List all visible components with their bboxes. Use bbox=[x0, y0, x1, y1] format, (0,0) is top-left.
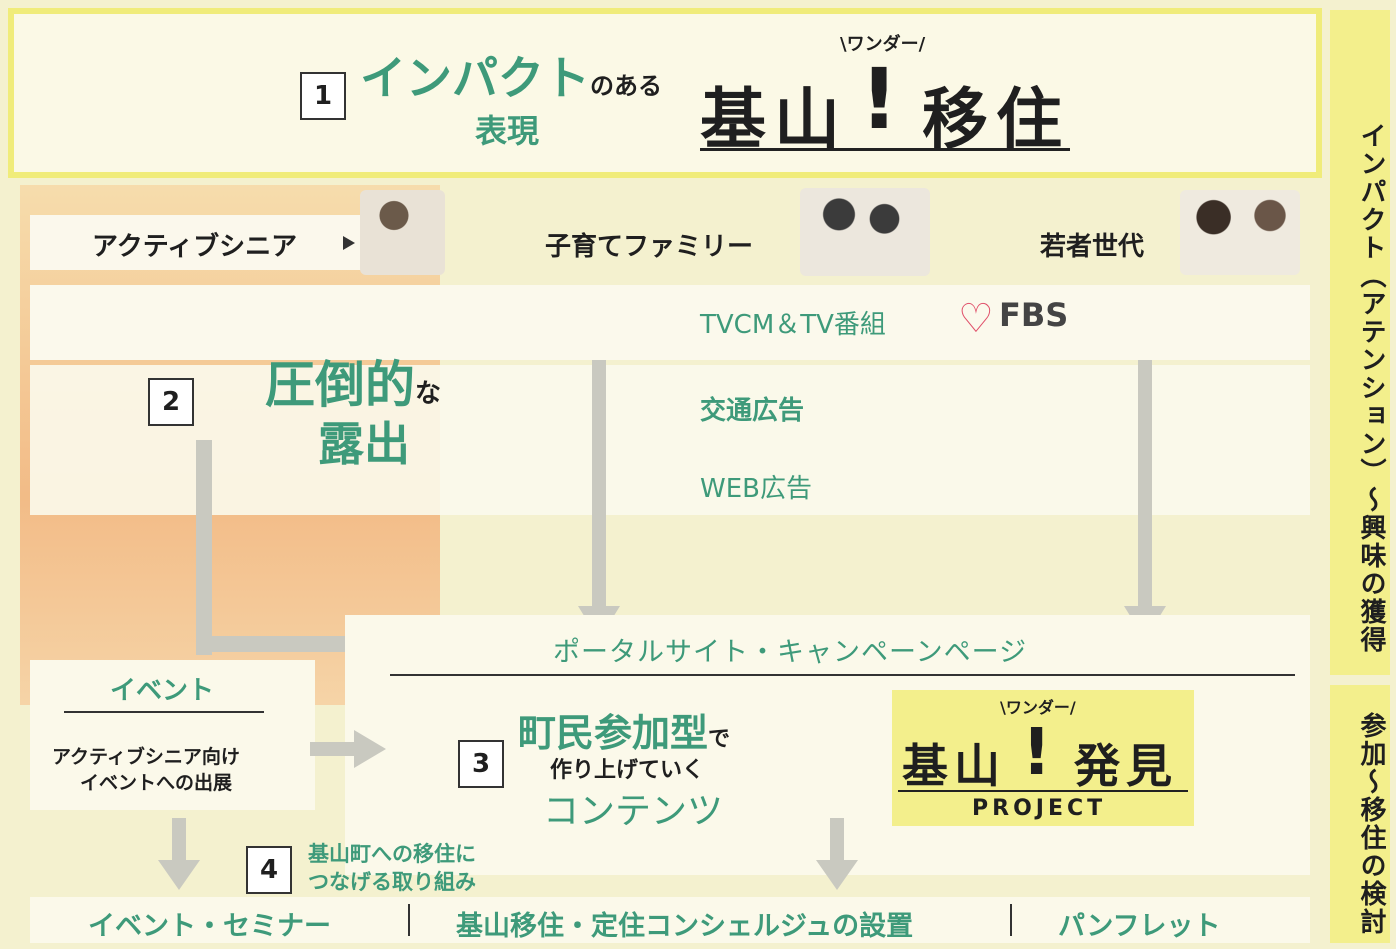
section4-line1: 基山町への移住に bbox=[308, 842, 476, 866]
arrow-bottom-left-shaft bbox=[172, 818, 186, 863]
logo2-sub: PROJECT bbox=[972, 796, 1107, 821]
fbs-logo: ♡ FBS bbox=[958, 296, 1068, 342]
portal-label: ポータルサイト・キャンペーンページ bbox=[553, 637, 1028, 668]
logo1-mark: ! bbox=[860, 50, 907, 148]
arrow-right-shaft bbox=[1138, 360, 1152, 610]
logo1-right: 移住 bbox=[922, 81, 1070, 158]
logo1-left: 基山 bbox=[700, 81, 848, 158]
bottom-divider bbox=[1010, 904, 1012, 936]
media-tv: TVCM＆TV番組 bbox=[700, 310, 886, 340]
event-body1: アクティブシニア向け bbox=[52, 746, 240, 768]
bottom-divider bbox=[408, 904, 410, 936]
arrow-left-vertical bbox=[196, 440, 212, 655]
arrow-mid-shaft bbox=[592, 360, 606, 610]
section3-line2: 作り上げていく bbox=[550, 758, 705, 783]
section1-highlight: インパクト bbox=[360, 51, 590, 105]
event-body2: イベントへの出展 bbox=[80, 772, 233, 794]
section2-suffix: な bbox=[415, 379, 442, 409]
arrow-down-head-icon bbox=[816, 860, 858, 890]
audience-senior: アクティブシニア bbox=[92, 232, 298, 262]
logo2-underline bbox=[898, 790, 1188, 792]
logo2-mark: ! bbox=[1022, 716, 1052, 790]
bottom-item-seminar: イベント・セミナー bbox=[88, 911, 331, 942]
arrow-right-head-icon bbox=[354, 730, 386, 768]
media-transit: 交通広告 bbox=[700, 396, 805, 426]
audience-youth: 若者世代 bbox=[1040, 232, 1145, 262]
section3-highlight: 町民参加型 bbox=[518, 711, 709, 755]
logo2-left: 基山 bbox=[902, 739, 1006, 793]
event-box bbox=[30, 660, 315, 810]
senior-photo bbox=[360, 190, 445, 275]
arrow-event-shaft bbox=[310, 742, 356, 756]
section1-heading: インパクトのある bbox=[360, 42, 662, 108]
section4-line2: つなげる取り組み bbox=[308, 870, 476, 894]
media-web: WEB広告 bbox=[700, 474, 812, 504]
section2-heading: 圧倒的な bbox=[265, 345, 441, 417]
arrow-down-head-icon bbox=[158, 860, 200, 890]
sidebar-bottom: 参加～移住の検討 bbox=[1330, 685, 1390, 943]
section2-line2: 露出 bbox=[318, 417, 410, 471]
section4-number: 4 bbox=[246, 846, 292, 894]
section3-suffix: で bbox=[708, 727, 731, 752]
section2-number: 2 bbox=[148, 378, 194, 426]
section1-number: 1 bbox=[300, 72, 346, 120]
sidebar-top: インパクト（アテンション）～興味の獲得 bbox=[1330, 10, 1390, 675]
logo1-ruby: \ワンダー/ bbox=[840, 34, 926, 55]
bottom-item-concierge: 基山移住・定住コンシェルジュの設置 bbox=[456, 911, 914, 942]
media-panel bbox=[30, 285, 1310, 360]
event-title: イベント bbox=[110, 676, 215, 706]
logo-kiyama-hakken: \ワンダー/ 基山 ! 発見 PROJECT bbox=[892, 690, 1194, 826]
heart-icon: ♡ bbox=[958, 296, 994, 342]
section1-suffix: のある bbox=[590, 72, 662, 100]
play-triangle-icon bbox=[343, 236, 355, 250]
arrow-bottom-mid-shaft bbox=[830, 818, 844, 863]
bottom-item-pamphlet: パンフレット bbox=[1058, 911, 1221, 942]
section3-heading: 町民参加型で bbox=[518, 702, 730, 757]
logo2-right: 発見 bbox=[1074, 739, 1178, 793]
media-panel-lower bbox=[30, 365, 1310, 515]
logo2-ruby: \ワンダー/ bbox=[1000, 698, 1076, 717]
family-photo bbox=[800, 188, 930, 276]
fbs-label: FBS bbox=[998, 296, 1069, 334]
section3-number: 3 bbox=[458, 740, 504, 788]
section1-line2: 表現 bbox=[475, 112, 540, 150]
arrow-left-horizontal bbox=[196, 636, 356, 652]
logo1-underline bbox=[700, 148, 1070, 151]
bottom-bar bbox=[30, 897, 1310, 943]
event-divider bbox=[64, 711, 264, 713]
logo-kiyama-iju: \ワンダー/ 基山 ! 移住 bbox=[700, 30, 1070, 160]
audience-family: 子育てファミリー bbox=[545, 232, 754, 262]
section3-line3: コンテンツ bbox=[543, 791, 724, 832]
section1-panel bbox=[8, 8, 1322, 178]
youth-photo bbox=[1180, 190, 1300, 275]
portal-divider bbox=[390, 674, 1295, 676]
section2-highlight: 圧倒的 bbox=[265, 356, 415, 414]
